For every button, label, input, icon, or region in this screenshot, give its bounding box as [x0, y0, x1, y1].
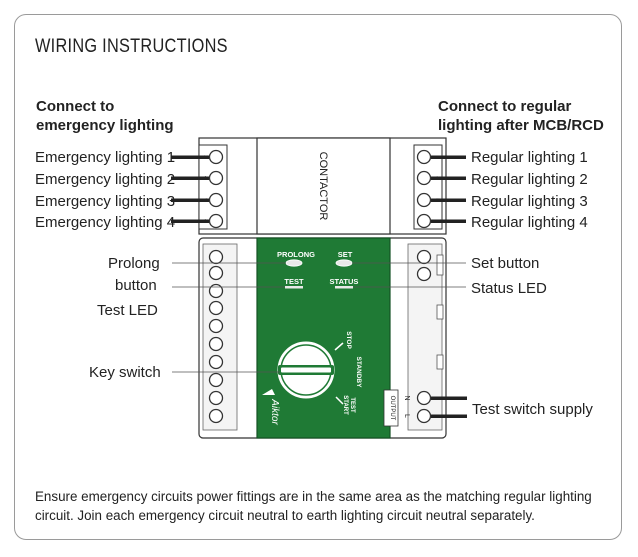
regular-header-line-2: lighting after MCB/RCD	[438, 117, 604, 134]
callout-leaders	[172, 262, 466, 373]
page-title: WIRING INSTRUCTIONS	[35, 36, 228, 57]
wire	[431, 176, 466, 180]
emergency-lighting-1-label: Emergency lighting 1	[35, 149, 176, 166]
wire	[431, 396, 467, 400]
terminal-screw	[208, 408, 224, 424]
wire	[171, 155, 209, 159]
emergency-lighting-3-label: Emergency lighting 3	[35, 193, 176, 210]
output-l-label: L	[403, 414, 410, 418]
terminal-screw	[416, 390, 432, 406]
terminal-screw	[208, 249, 224, 265]
terminal-screw	[416, 408, 432, 424]
control-panel	[256, 237, 391, 439]
output-n-label: N	[403, 395, 410, 400]
wire	[431, 198, 466, 202]
test-switch-supply-wires	[431, 396, 467, 418]
wire	[431, 155, 466, 159]
terminal-screw	[416, 170, 432, 186]
set-label: SET	[338, 250, 353, 259]
regular-header-line-1: Connect to regular	[438, 98, 572, 115]
output-label: OUTPUT	[389, 396, 395, 421]
brand-logo-mark	[262, 389, 275, 395]
prolong-button-label-line-1: Prolong	[108, 255, 160, 272]
footer-note: Ensure emergency circuits power fittings…	[35, 489, 592, 523]
left-terminals-bottom	[208, 249, 224, 424]
right-terminals-top	[416, 149, 432, 229]
terminal-screw	[208, 265, 224, 281]
status-led	[335, 286, 353, 289]
output-box	[383, 389, 399, 427]
contactor-label: CONTACTOR	[317, 152, 329, 221]
terminal-screw	[208, 390, 224, 406]
set-button[interactable]	[335, 259, 353, 267]
contactor-center-block	[256, 137, 391, 235]
terminal-screw	[208, 372, 224, 388]
regular-lighting-2-label: Regular lighting 2	[471, 171, 588, 188]
right-terminals-bottom	[416, 249, 432, 424]
terminal-screw	[208, 192, 224, 208]
test-label: TEST	[284, 277, 304, 286]
prolong-button[interactable]	[285, 259, 303, 267]
terminal-screw	[208, 283, 224, 299]
edge-tab	[436, 304, 444, 320]
regular-lighting-1-label: Regular lighting 1	[471, 149, 588, 166]
standby-label: STANDBY	[355, 357, 362, 389]
prolong-button-label-line-2: button	[115, 277, 157, 294]
terminal-screw	[416, 149, 432, 165]
wire	[431, 414, 467, 418]
test-led-label: Test LED	[97, 302, 158, 319]
stop-label: STOP	[345, 331, 352, 349]
wire	[171, 198, 209, 202]
brand-logo: Aiktor	[269, 398, 280, 425]
stop-tick	[334, 342, 344, 351]
regular-wires	[431, 155, 466, 223]
wire	[171, 176, 209, 180]
emergency-header-line-1: Connect to	[36, 98, 115, 115]
wire	[171, 219, 209, 223]
regular-header: Connect to regular lighting after MCB/RC…	[438, 97, 604, 135]
terminal-screw	[208, 354, 224, 370]
terminal-screw	[208, 170, 224, 186]
start-tick	[335, 396, 344, 405]
key-switch-label: Key switch	[89, 364, 161, 381]
emergency-header: Connect to emergency lighting	[36, 97, 174, 135]
regular-lighting-3-label: Regular lighting 3	[471, 193, 588, 210]
set-button-label: Set button	[471, 255, 540, 272]
terminal-screw	[208, 300, 224, 316]
emergency-wires	[171, 155, 209, 223]
terminal-screw	[416, 192, 432, 208]
terminal-screw	[208, 318, 224, 334]
edge-tab	[436, 254, 444, 276]
terminal-screw	[208, 149, 224, 165]
left-terminals-top	[208, 149, 224, 229]
status-label: STATUS	[330, 277, 359, 286]
terminal-screw	[416, 213, 432, 229]
start-label: START	[342, 395, 348, 415]
prolong-label: PROLONG	[277, 250, 315, 259]
regular-lighting-4-label: Regular lighting 4	[471, 214, 588, 231]
terminal-screw	[416, 249, 432, 265]
test-led	[285, 286, 303, 289]
emergency-lighting-2-label: Emergency lighting 2	[35, 171, 176, 188]
wire	[431, 219, 466, 223]
emergency-lighting-4-label: Emergency lighting 4	[35, 214, 176, 231]
status-led-label: Status LED	[471, 280, 547, 297]
start-test-label: TEST	[349, 397, 355, 413]
terminal-screw	[208, 336, 224, 352]
terminal-screw	[208, 213, 224, 229]
edge-tab	[436, 354, 444, 370]
key-switch-blade	[281, 367, 331, 373]
terminal-screw	[416, 266, 432, 282]
emergency-header-line-2: emergency lighting	[36, 117, 174, 134]
test-switch-supply-label: Test switch supply	[472, 401, 593, 418]
